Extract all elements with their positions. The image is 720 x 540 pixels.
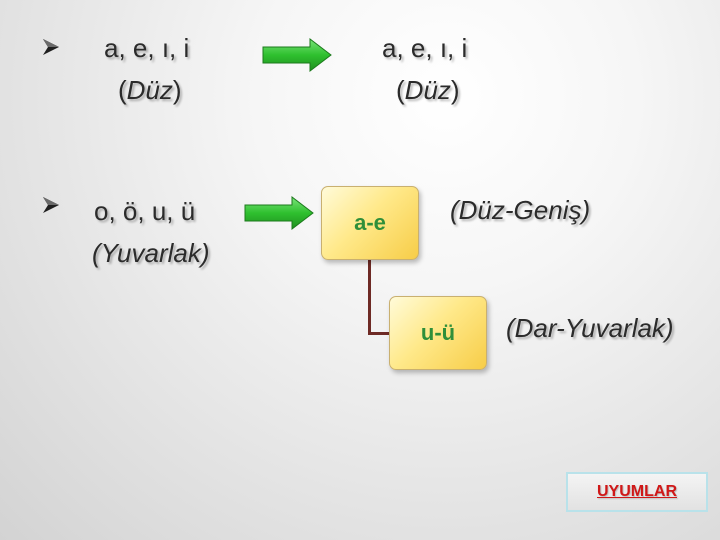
vowel-box-a-e: a-e <box>321 186 419 260</box>
box-u-u-label: (Dar-Yuvarlak) <box>506 313 674 343</box>
green-right-arrow-icon <box>244 196 314 230</box>
uyumlar-button[interactable]: UYUMLAR <box>566 472 708 512</box>
green-right-arrow-icon <box>262 38 332 72</box>
row1-right-label: (Düz) <box>396 75 460 105</box>
row2-left-vowels: o, ö, u, ü <box>94 196 196 226</box>
row1-left-vowels: a, e, ı, i <box>104 33 190 63</box>
vowel-box-u-u: u-ü <box>389 296 487 370</box>
row1-left-label: (Düz) <box>118 75 182 105</box>
row2-left-label: (Yuvarlak) <box>92 238 210 268</box>
arrowhead-bullet-icon <box>43 197 59 213</box>
tree-connector-vertical <box>368 258 371 334</box>
tree-connector-horizontal <box>368 332 390 335</box>
row1-right-vowels: a, e, ı, i <box>382 33 468 63</box>
arrowhead-bullet-icon <box>43 39 59 55</box>
box-a-e-label: (Düz-Geniş) <box>450 195 591 225</box>
